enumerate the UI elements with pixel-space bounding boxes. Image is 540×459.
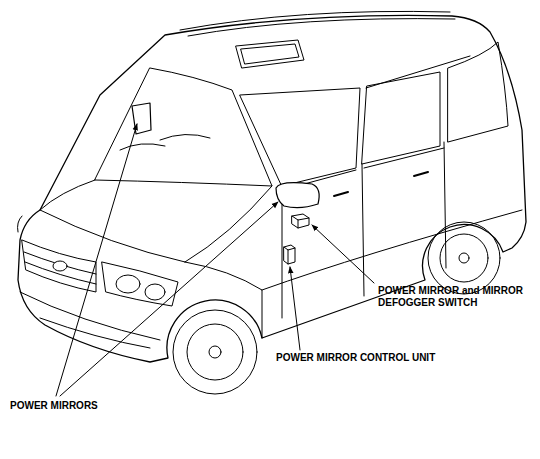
rear-rim <box>440 234 488 282</box>
bumper <box>20 292 160 348</box>
rear-hub <box>459 253 469 263</box>
part-label: POWER MIRROR CONTROL UNIT <box>276 352 435 364</box>
headlight-lamp <box>116 275 140 293</box>
roof-rail <box>180 11 450 30</box>
leader-line <box>290 267 300 350</box>
mirror-switch <box>292 214 309 228</box>
roof-rail <box>188 19 455 36</box>
leader-line <box>312 225 374 283</box>
rear-tire <box>428 222 500 294</box>
steering-wheel <box>160 134 210 140</box>
far-mirror <box>132 103 151 134</box>
door-handle <box>334 172 428 196</box>
leader-line <box>60 202 278 396</box>
sunroof <box>236 40 304 68</box>
mirror-control-unit <box>284 245 295 264</box>
front-rim <box>187 324 243 380</box>
sunroof <box>241 44 299 64</box>
logo <box>53 261 67 271</box>
slide-rail <box>366 56 470 88</box>
front-door-window <box>240 88 360 186</box>
part-label: POWER MIRROR and MIRROR DEFOGGER SWITCH <box>378 285 523 309</box>
leader-line <box>56 124 137 396</box>
headlight <box>102 262 178 306</box>
rear-quarter-window <box>448 42 508 142</box>
fender <box>185 262 262 338</box>
front-hub <box>209 346 221 358</box>
windshield <box>95 68 272 186</box>
hood <box>40 180 272 262</box>
grille <box>22 240 96 292</box>
side-crease <box>262 210 522 290</box>
part-label: POWER MIRRORS <box>10 400 98 412</box>
near-mirror <box>276 183 319 208</box>
seat <box>120 144 165 150</box>
far-headlight <box>18 216 23 232</box>
headlight-lamp <box>145 284 165 300</box>
grille-bar <box>24 252 96 284</box>
front-tire <box>173 310 257 394</box>
body-outline <box>18 15 526 362</box>
